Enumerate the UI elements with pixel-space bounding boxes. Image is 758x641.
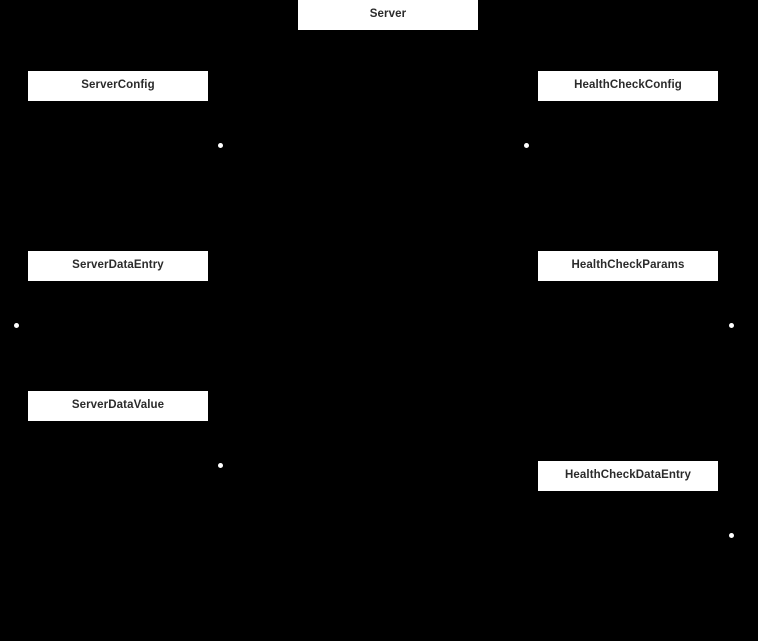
class-box-label: HealthCheckParams — [571, 259, 685, 272]
class-box-healthcheckdataentry[interactable]: HealthCheckDataEntry — [538, 461, 718, 491]
class-box-label: HealthCheckDataEntry — [565, 469, 691, 482]
association-marker-icon — [217, 142, 223, 148]
association-marker-icon — [13, 322, 19, 328]
association-marker-icon — [523, 142, 529, 148]
association-marker-icon — [728, 322, 734, 328]
class-box-serverconfig[interactable]: ServerConfig — [28, 71, 208, 101]
class-box-serverdataentry[interactable]: ServerDataEntry — [28, 251, 208, 281]
class-box-label: ServerDataValue — [71, 399, 165, 412]
class-box-healthcheckparams[interactable]: HealthCheckParams — [538, 251, 718, 281]
class-box-label: ServerDataEntry — [72, 259, 164, 272]
class-box-healthcheckconfig[interactable]: HealthCheckConfig — [538, 71, 718, 101]
class-box-serverdatavalue[interactable]: ServerDataValue — [28, 391, 208, 421]
association-marker-icon — [728, 532, 734, 538]
class-box-label: ServerConfig — [81, 79, 155, 92]
association-marker-icon — [217, 462, 223, 468]
class-box-label: HealthCheckConfig — [574, 79, 682, 92]
class-box-label: Server — [369, 8, 407, 21]
class-box-server[interactable]: Server — [298, 0, 478, 30]
